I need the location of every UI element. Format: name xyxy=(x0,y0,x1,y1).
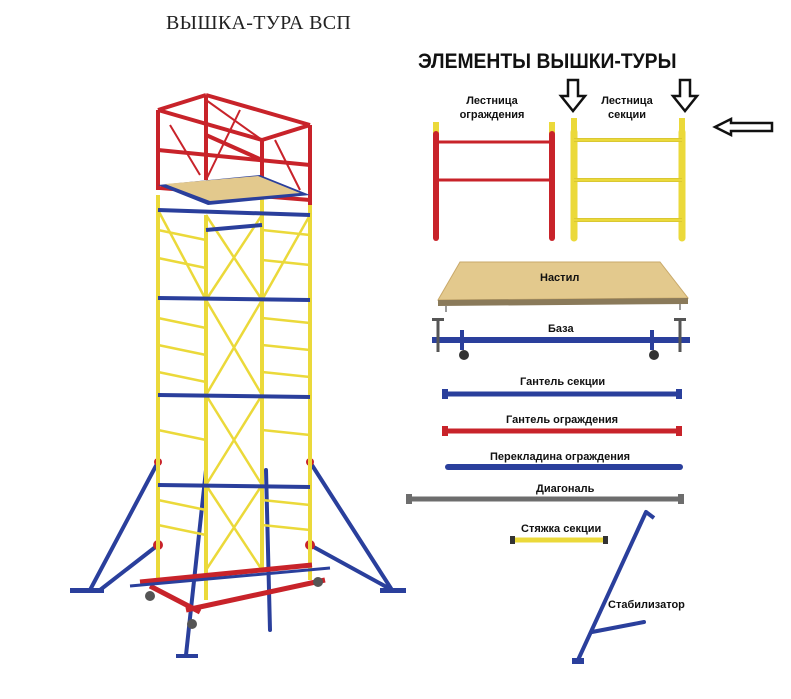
deck-part xyxy=(437,261,690,312)
guard-crossbar-label: Перекладина ограждения xyxy=(490,451,631,463)
elements-heading: ЭЛЕМЕНТЫ ВЫШКИ-ТУРЫ xyxy=(418,50,677,73)
base-label: База xyxy=(548,323,574,335)
guard-dumbbell-part xyxy=(442,426,682,436)
section-tie-part xyxy=(510,536,608,544)
stabilizer-part xyxy=(572,510,656,664)
guard-ladder-label: Лестница ограждения xyxy=(452,94,532,122)
base-part xyxy=(432,318,690,360)
section-tie-label: Стяжка секции xyxy=(521,523,602,535)
down-arrow-icon xyxy=(558,78,700,114)
deck-label: Настил xyxy=(540,272,580,284)
left-arrow-icon xyxy=(712,116,774,138)
section-ladder-label: Лестница секции xyxy=(592,94,662,122)
section-ladder-label-line2: секции xyxy=(607,109,647,121)
guard-ladder-label-line1: Лестница xyxy=(466,95,518,107)
scaffold-tower xyxy=(70,93,406,658)
stabilizer-label: Стабилизатор xyxy=(608,599,685,611)
section-ladder-label-line1: Лестница xyxy=(601,95,653,107)
diagonal-part xyxy=(406,494,684,504)
guard-ladder xyxy=(433,122,555,241)
section-dumbbell-part xyxy=(442,389,682,399)
guard-dumbbell-label: Гантель ограждения xyxy=(506,414,619,426)
diagram-title: ВЫШКА-ТУРА ВСП xyxy=(166,12,352,34)
diagonal-label: Диагональ xyxy=(536,483,595,495)
section-ladder xyxy=(570,118,686,242)
section-dumbbell-label: Гантель секции xyxy=(520,376,606,388)
guard-ladder-label-line2: ограждения xyxy=(459,109,525,121)
